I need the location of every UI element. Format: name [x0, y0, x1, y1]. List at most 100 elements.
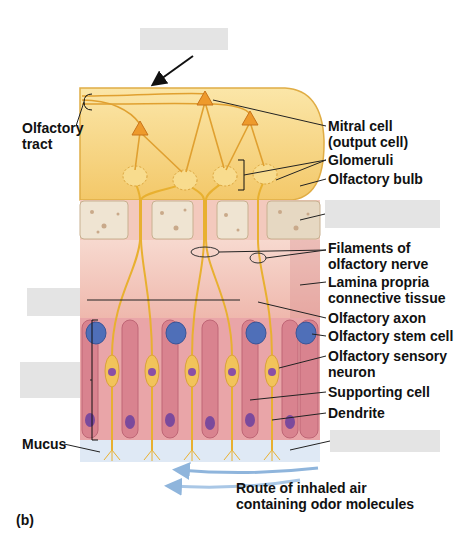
- cilia-tuft: [264, 450, 280, 461]
- neuron-bodies: [105, 355, 279, 387]
- nucleus: [228, 368, 236, 376]
- structure-label: Mitral cell (output cell): [328, 118, 440, 150]
- dendrite: [271, 386, 273, 450]
- structure-label: Olfactory stem cell: [328, 328, 468, 344]
- mitral-cell-body: [242, 111, 258, 125]
- speckle: [307, 213, 310, 216]
- nucleus: [188, 368, 196, 376]
- mucus-layer: [80, 440, 320, 462]
- nucleus: [245, 413, 255, 427]
- blank-label-box: [325, 200, 440, 228]
- blank-label-box: [330, 430, 440, 452]
- neuron-body: [185, 355, 199, 387]
- bone-segment: [152, 201, 193, 239]
- cilia-tuft: [144, 450, 160, 461]
- bone-segment: [80, 201, 128, 239]
- pointer-arrow: [154, 56, 193, 84]
- nucleus: [148, 368, 156, 376]
- leader-line: [90, 380, 92, 381]
- axon: [206, 180, 232, 356]
- axon: [141, 183, 185, 356]
- blank-label-box: [140, 28, 228, 50]
- plate-gap: [80, 200, 320, 240]
- leader-line: [279, 356, 326, 368]
- supporting-cells: [82, 320, 318, 438]
- airflow-note: Route of inhaled air containing odor mol…: [236, 480, 436, 512]
- structure-label: Olfactory axon: [328, 310, 468, 326]
- cilia-tuft: [184, 450, 200, 461]
- leader-line: [312, 334, 326, 336]
- speckle: [224, 213, 228, 217]
- leader-line: [290, 441, 330, 450]
- leader-line: [250, 392, 326, 400]
- structure-label: Olfactory sensory neuron: [328, 348, 463, 380]
- supporting-cell: [282, 320, 298, 438]
- speckle: [184, 209, 187, 212]
- leader-line: [300, 282, 326, 285]
- speckle: [90, 210, 94, 214]
- glomerulus: [213, 166, 237, 186]
- blank-label-box: [27, 288, 87, 316]
- mitral-cells: [132, 91, 258, 135]
- structure-label: Mucus: [22, 436, 82, 452]
- nucleus: [165, 413, 175, 427]
- air-flow-arrow: [178, 468, 318, 473]
- glomeruli-bracket: [238, 160, 244, 190]
- neuron-body: [105, 355, 119, 387]
- axon: [186, 183, 204, 356]
- neuron-body: [265, 355, 279, 387]
- leader-line: [300, 214, 325, 220]
- supporting-cell: [202, 320, 218, 438]
- olfactory-epithelium: [80, 318, 320, 440]
- glomerulus: [173, 170, 197, 190]
- panel-letter: (b): [16, 512, 56, 528]
- speckle: [102, 224, 107, 229]
- leader-line: [219, 250, 326, 258]
- stem-cells: [86, 322, 316, 344]
- leader-line: [87, 300, 240, 301]
- mitral-dendrite: [186, 102, 224, 172]
- stem-cell: [246, 322, 266, 344]
- leader-line: [272, 413, 326, 420]
- mitral-dendrite: [226, 122, 264, 170]
- neuron-body: [225, 355, 239, 387]
- tract-bracket: [84, 94, 92, 110]
- epithelium-bracket: [92, 320, 98, 440]
- axon: [258, 178, 272, 356]
- mitral-dendrite: [135, 132, 182, 172]
- nucleus: [125, 415, 135, 429]
- structure-label: Glomeruli: [328, 152, 458, 168]
- bone-segment: [267, 201, 320, 239]
- bone-speckles: [90, 209, 310, 234]
- leader-line: [258, 302, 326, 318]
- dendrite: [151, 386, 153, 450]
- leader-line: [64, 444, 100, 452]
- leader-line: [244, 160, 326, 180]
- stem-cell: [296, 322, 316, 344]
- structure-label: Dendrite: [328, 405, 468, 421]
- dendrite: [111, 386, 113, 450]
- structure-label: Supporting cell: [328, 384, 468, 400]
- cilia-tuft: [224, 450, 240, 461]
- axon: [112, 180, 140, 356]
- speckle: [237, 229, 240, 232]
- leader-line: [300, 179, 326, 186]
- cilia: [104, 450, 280, 461]
- structure-label: Lamina propria connective tissue: [328, 274, 473, 306]
- nucleus: [268, 368, 276, 376]
- mitral-axon: [82, 93, 205, 96]
- sensory-neurons: [104, 355, 280, 461]
- dendrite: [231, 386, 233, 450]
- structure-label: Filaments of olfactory nerve: [328, 240, 444, 272]
- blank-label-box: [20, 362, 90, 398]
- dendrite: [191, 386, 193, 450]
- nucleus: [108, 368, 116, 376]
- speckle: [278, 210, 282, 214]
- stem-cell: [166, 322, 186, 344]
- stem-cell: [86, 322, 106, 344]
- olfactory-bulb: [80, 88, 324, 200]
- bone-segment: [217, 201, 248, 239]
- structure-label: Olfactory tract: [22, 120, 94, 152]
- speckle: [117, 213, 120, 216]
